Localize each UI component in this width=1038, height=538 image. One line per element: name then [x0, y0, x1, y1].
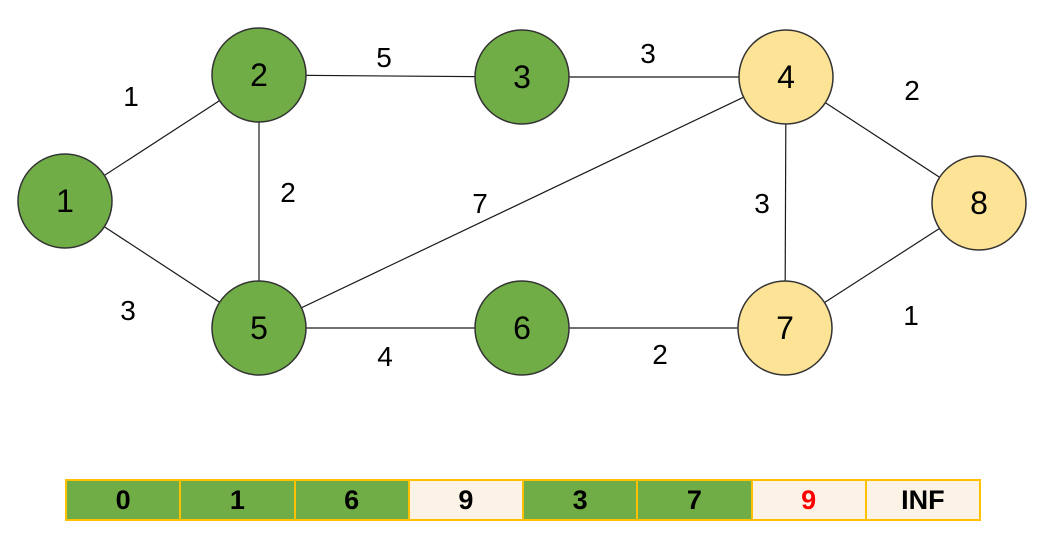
node-label-4: 4	[777, 59, 795, 95]
edge-weight-4-8: 2	[904, 75, 920, 106]
distance-cell-2: 1	[179, 481, 294, 519]
graph-node-5	[211, 280, 307, 376]
graph-node-4	[738, 29, 834, 125]
edge-weight-5-6: 4	[377, 341, 393, 372]
distance-cell-8: INF	[864, 481, 979, 519]
distance-cell-3: 6	[293, 481, 408, 519]
distance-cell-6: 7	[636, 481, 751, 519]
distance-cell-1: 0	[67, 481, 180, 519]
distance-value: INF	[901, 484, 945, 515]
distance-cell-5: 3	[522, 481, 637, 519]
edge-weight-7-8: 1	[903, 300, 919, 331]
edge-weight-2-5: 2	[280, 177, 296, 208]
distance-value: 3	[572, 484, 588, 515]
node-label-8: 8	[970, 185, 988, 221]
edge-weight-3-4: 3	[640, 38, 656, 69]
edge-weight-1-2: 1	[123, 81, 139, 112]
distance-table: 0 1 6 9 3 7 9 INF	[65, 479, 981, 521]
distance-cell-4: 9	[407, 481, 522, 519]
distance-value: 6	[344, 484, 360, 515]
node-label-3: 3	[513, 59, 531, 95]
graph-node-6	[474, 280, 570, 376]
edge-4-5	[258, 76, 787, 329]
distance-value: 9	[801, 484, 817, 515]
edge-weight-2-3: 5	[376, 42, 392, 73]
graph-node-2	[211, 27, 307, 123]
edge-weight-1-5: 3	[120, 295, 136, 326]
distance-value: 0	[115, 484, 131, 515]
node-label-7: 7	[776, 310, 794, 346]
node-label-5: 5	[250, 310, 268, 346]
distance-value: 1	[229, 484, 245, 515]
edge-weight-6-7: 2	[652, 339, 668, 370]
distance-value: 9	[458, 484, 474, 515]
distance-cell-7: 9	[750, 481, 865, 519]
graph-svg: 1 3 5 2 3 7 3 2 4 2 1 1 2 3 4 5 6 7 8	[17, 27, 1027, 376]
node-label-2: 2	[250, 57, 268, 93]
graph-node-7	[737, 280, 833, 376]
node-label-6: 6	[513, 310, 531, 346]
node-label-1: 1	[56, 183, 74, 219]
graph-node-3	[474, 29, 570, 125]
graph-node-8	[931, 155, 1027, 251]
edge-weight-4-5: 7	[472, 188, 488, 219]
edge-weight-4-7: 3	[754, 188, 770, 219]
graph-node-1	[17, 153, 113, 249]
distance-value: 7	[686, 484, 702, 515]
